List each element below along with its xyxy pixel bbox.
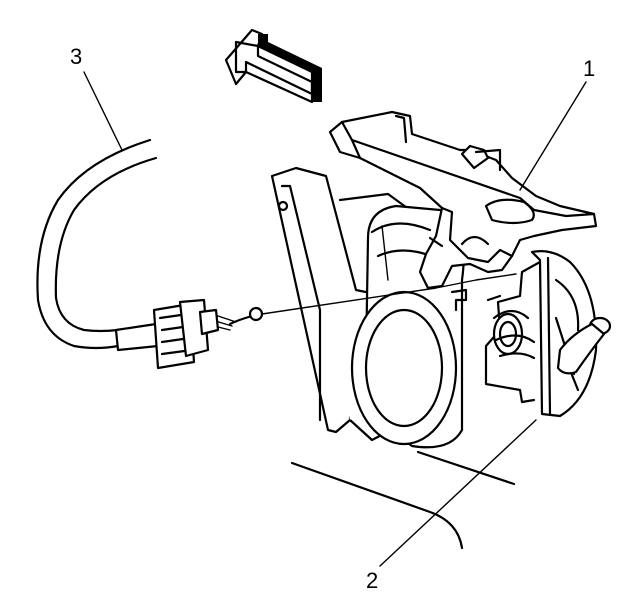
throttle-cable-bracket [328, 110, 598, 290]
throttle-lever [450, 250, 612, 418]
leader-line-2 [379, 419, 537, 567]
callout-label-3: 3 [70, 44, 83, 69]
leader-line-1 [519, 81, 587, 191]
throttle-cable-housing [36, 138, 220, 370]
leader-lines [83, 71, 587, 567]
callout-label-1: 1 [583, 56, 596, 81]
direction-arrow-icon [224, 28, 322, 104]
leader-line-3 [83, 71, 123, 151]
surface-lines [290, 450, 516, 550]
callout-label-2: 2 [366, 568, 379, 593]
throttle-body-housing [350, 204, 465, 449]
